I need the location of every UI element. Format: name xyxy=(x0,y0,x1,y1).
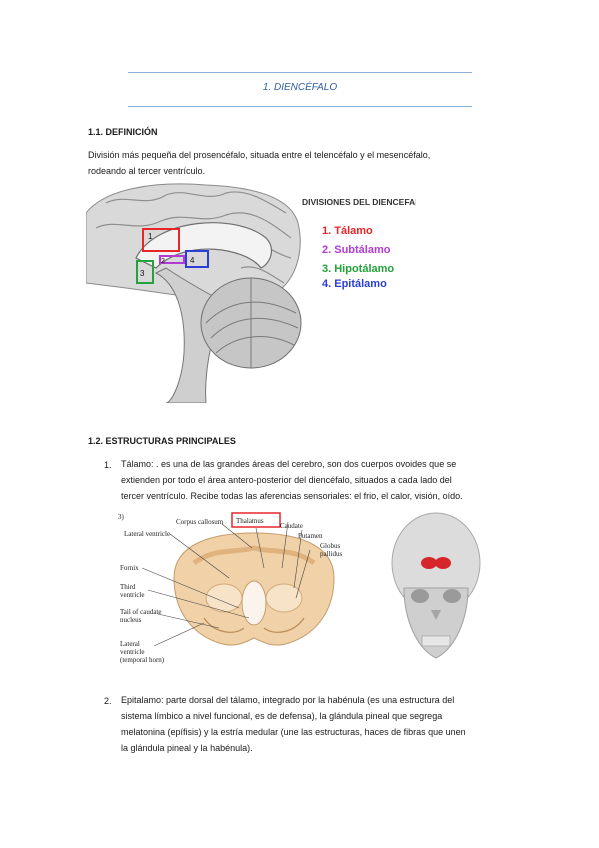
epitalamo-line: Epitalamo: parte dorsal del tálamo, inte… xyxy=(121,695,455,705)
label-third: Third xyxy=(120,583,136,591)
talamo-line: Tálamo: . es una de las grandes áreas de… xyxy=(121,459,457,469)
label-caudate: Caudate xyxy=(280,522,303,530)
chapter-rule-bottom xyxy=(128,106,472,107)
list-number: 1. xyxy=(104,460,112,470)
label-globus: Globus xyxy=(320,542,341,550)
label-pallidus: pallidus xyxy=(320,550,342,558)
thalamus-right xyxy=(435,557,451,569)
box-thalamus xyxy=(142,228,180,252)
section-heading-definicion: 1.1. DEFINICIÓN xyxy=(88,127,158,137)
list-item-talamo: Tálamo: . es una de las grandes áreas de… xyxy=(121,456,463,504)
list-item-epitalamo: Epitalamo: parte dorsal del tálamo, inte… xyxy=(121,692,466,756)
thalamus-left xyxy=(421,557,437,569)
label-fornix: Fornix xyxy=(120,564,139,572)
talamo-line: extienden por todo el área antero-poster… xyxy=(121,475,452,485)
label-lateral-ventricle: Lateral ventricle xyxy=(124,530,170,538)
chapter-title: 1. DIENCÉFALO xyxy=(262,82,338,93)
definition-line: División más pequeña del prosencéfalo, s… xyxy=(88,150,431,160)
section-heading-estructuras: 1.2. ESTRUCTURAS PRINCIPALES xyxy=(88,436,236,446)
epitalamo-line: sistema límbico a nivel funcional, es de… xyxy=(121,711,443,721)
box-subthalamus xyxy=(159,255,185,264)
label-putamen: Putamen xyxy=(298,532,323,540)
definition-line: rodeando al tercer ventrículo. xyxy=(88,166,206,176)
figure1-title: DIVISIONES DEL DIENCEFALO xyxy=(302,197,416,207)
legend-subthalamus: 2. Subtálamo xyxy=(322,244,391,256)
box-epithalamus xyxy=(185,250,209,268)
list-number: 2. xyxy=(104,696,112,706)
talamo-line: tercer ventrículo. Recibe todas las afer… xyxy=(121,491,463,501)
label-corpus-callosum: Corpus callosum xyxy=(176,518,224,526)
box-hypothalamus xyxy=(136,260,154,284)
epitalamo-line: la glándula pineal y la habénula). xyxy=(121,743,253,753)
label-lateral: Lateral xyxy=(120,640,140,648)
box-label-1: 1 xyxy=(148,232,153,241)
box-label-2: 2 xyxy=(161,258,165,265)
label-ventricle: ventricle xyxy=(120,591,145,599)
chapter-rule-top xyxy=(128,72,472,73)
epitalamo-line: melatonina (epífisis) y la estría medula… xyxy=(121,727,466,737)
box-label-4: 4 xyxy=(190,256,195,265)
legend-epithalamus: 4. Epitálamo xyxy=(322,278,387,290)
panel-number: 3) xyxy=(118,513,125,521)
label-nucleus: nucleus xyxy=(120,616,142,624)
legend-thalamus: 1. Tálamo xyxy=(322,225,373,237)
definition-paragraph: División más pequeña del prosencéfalo, s… xyxy=(88,147,430,179)
label-temporal-horn: (temporal horn) xyxy=(120,656,165,664)
label-ventricle-2: ventricle xyxy=(120,648,145,656)
thalamus-highlight-box xyxy=(231,512,281,528)
figure-diencephalon-divisions: 1 2 3 4 DIVISIONES DEL DIENCEFALO 1. Tál… xyxy=(86,183,416,403)
skull-face xyxy=(403,587,469,659)
label-tail-caudate: Tail of caudate xyxy=(120,608,162,616)
figure-thalamus-coronal: 3) Corpus callosum Thalamus Caudate Late… xyxy=(114,508,374,668)
figure-skull-thalamus xyxy=(386,508,486,668)
label-thalamus: Thalamus xyxy=(236,517,264,525)
legend-hypothalamus: 3. Hipotálamo xyxy=(322,263,394,275)
box-label-3: 3 xyxy=(140,269,145,278)
